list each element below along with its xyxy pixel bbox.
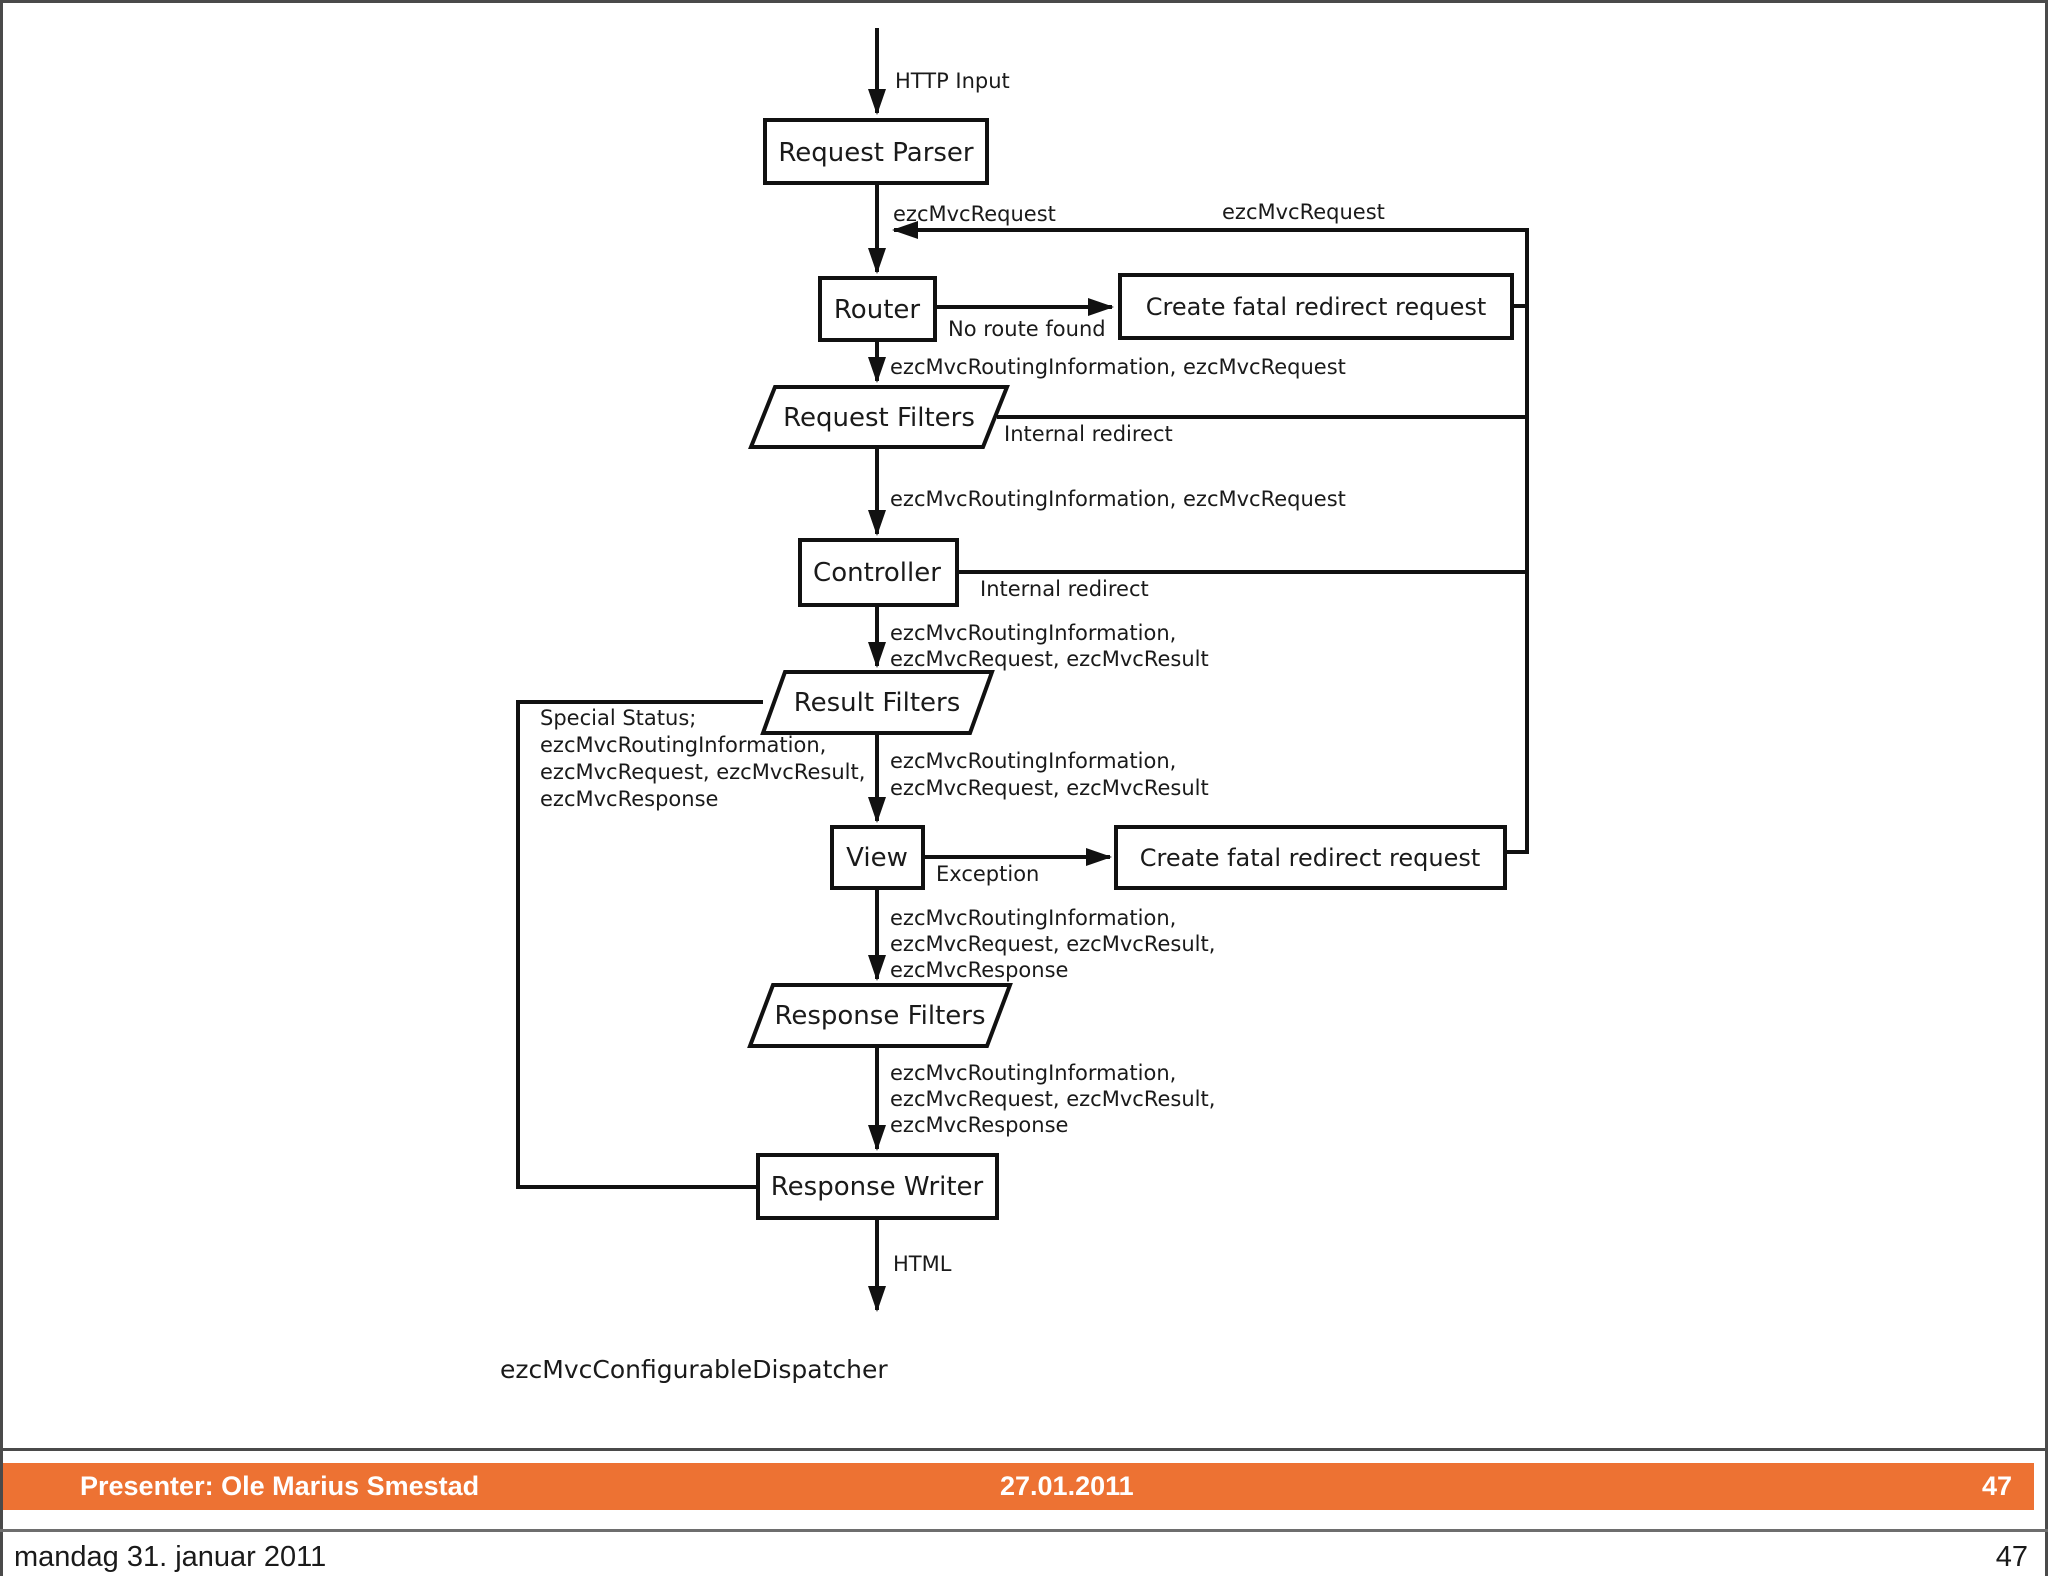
node-router-label: Router — [834, 295, 920, 325]
footer-presenter-label: Presenter: Ole Marius Smestad — [80, 1471, 480, 1501]
node-request-parser-box — [763, 118, 989, 185]
diagram-caption: ezcMvcConfigurableDispatcher — [500, 1355, 888, 1384]
node-result-filters-label: Result Filters — [794, 688, 961, 718]
status-page-number: 47 — [1995, 1541, 2028, 1573]
node-response-filters-label: Response Filters — [774, 1001, 985, 1031]
edge-label-response-filters-out-1: ezcMvcRoutingInformation, — [890, 1061, 1176, 1085]
edge-label-controller-out-1: ezcMvcRoutingInformation, — [890, 621, 1176, 645]
node-controller-box — [798, 538, 959, 607]
edge-label-special-status-3: ezcMvcRequest, ezcMvcResult, — [540, 760, 865, 784]
footer-page-number: 47 — [1981, 1471, 2012, 1501]
node-request-parser-label: Request Parser — [778, 138, 974, 168]
node-request-filters-label: Request Filters — [783, 403, 975, 433]
diagram-nodes: Request Parser Router Create fatal redir… — [747, 118, 1514, 1220]
node-create-fatal-redirect-2-label: Create fatal redirect request — [1140, 844, 1481, 872]
status-divider-line — [0, 1529, 2048, 1532]
edge-label-view-out-1: ezcMvcRoutingInformation, — [890, 906, 1176, 930]
diagram-edge-labels: HTTP Input ezcMvcRequest ezcMvcRequest N… — [500, 69, 1385, 1384]
edge-label-special-status-2: ezcMvcRoutingInformation, — [540, 733, 826, 757]
edge-label-view-out-2: ezcMvcRequest, ezcMvcResult, — [890, 932, 1215, 956]
slide-bottom-border — [0, 1448, 2048, 1451]
status-date-label: mandag 31. januar 2011 — [14, 1541, 327, 1573]
node-view-box — [830, 825, 925, 890]
node-response-writer-label: Response Writer — [771, 1172, 984, 1202]
node-create-fatal-redirect-1-label: Create fatal redirect request — [1146, 293, 1487, 321]
edge-label-no-route-found: No route found — [948, 317, 1106, 341]
node-response-filters-shape — [747, 983, 1013, 1048]
node-request-filters-shape — [748, 385, 1010, 449]
edge-label-response-filters-out-3: ezcMvcResponse — [890, 1113, 1068, 1137]
node-response-writer-box — [756, 1153, 999, 1220]
edge-label-internal-redirect-1: Internal redirect — [1004, 422, 1173, 446]
edge-resultfilters-special-status-loop — [516, 700, 763, 1189]
node-router-box — [818, 276, 937, 342]
edge-label-http-input: HTTP Input — [895, 69, 1010, 93]
edge-label-result-filters-out-1: ezcMvcRoutingInformation, — [890, 749, 1176, 773]
edge-label-response-filters-out-2: ezcMvcRequest, ezcMvcResult, — [890, 1087, 1215, 1111]
edge-label-view-out-3: ezcMvcResponse — [890, 958, 1068, 982]
node-create-fatal-redirect-2-box — [1114, 825, 1507, 890]
footer-date-label: 27.01.2011 — [1000, 1471, 1134, 1501]
edge-label-exception: Exception — [936, 862, 1039, 886]
edge-label-ezcmvcrequest: ezcMvcRequest — [893, 202, 1056, 226]
edge-label-special-status-4: ezcMvcResponse — [540, 787, 718, 811]
edge-label-controller-out-2: ezcMvcRequest, ezcMvcResult — [890, 647, 1209, 671]
node-create-fatal-redirect-1-box — [1118, 273, 1514, 340]
slide-frame-right — [2045, 0, 2048, 1576]
edge-fatal-return-loop — [892, 221, 1529, 854]
node-view-label: View — [846, 843, 908, 873]
edge-label-request-filters-out: ezcMvcRoutingInformation, ezcMvcRequest — [890, 487, 1346, 511]
node-controller-label: Controller — [813, 558, 941, 588]
edge-label-ezcmvcrequest-return: ezcMvcRequest — [1222, 200, 1385, 224]
edge-label-internal-redirect-2: Internal redirect — [980, 577, 1149, 601]
slide-frame-top — [0, 0, 2048, 3]
node-result-filters-shape — [760, 670, 995, 735]
slide-frame-left — [0, 0, 3, 1576]
diagram-edges — [516, 28, 1529, 1312]
footer-bar — [3, 1463, 2034, 1510]
edge-label-result-filters-out-2: ezcMvcRequest, ezcMvcResult — [890, 776, 1209, 800]
edge-label-html-output: HTML — [893, 1252, 952, 1276]
edge-label-router-out: ezcMvcRoutingInformation, ezcMvcRequest — [890, 355, 1346, 379]
edge-label-special-status-1: Special Status; — [540, 706, 696, 730]
mvc-dispatcher-flowchart: Request Parser Router Create fatal redir… — [500, 28, 1529, 1384]
